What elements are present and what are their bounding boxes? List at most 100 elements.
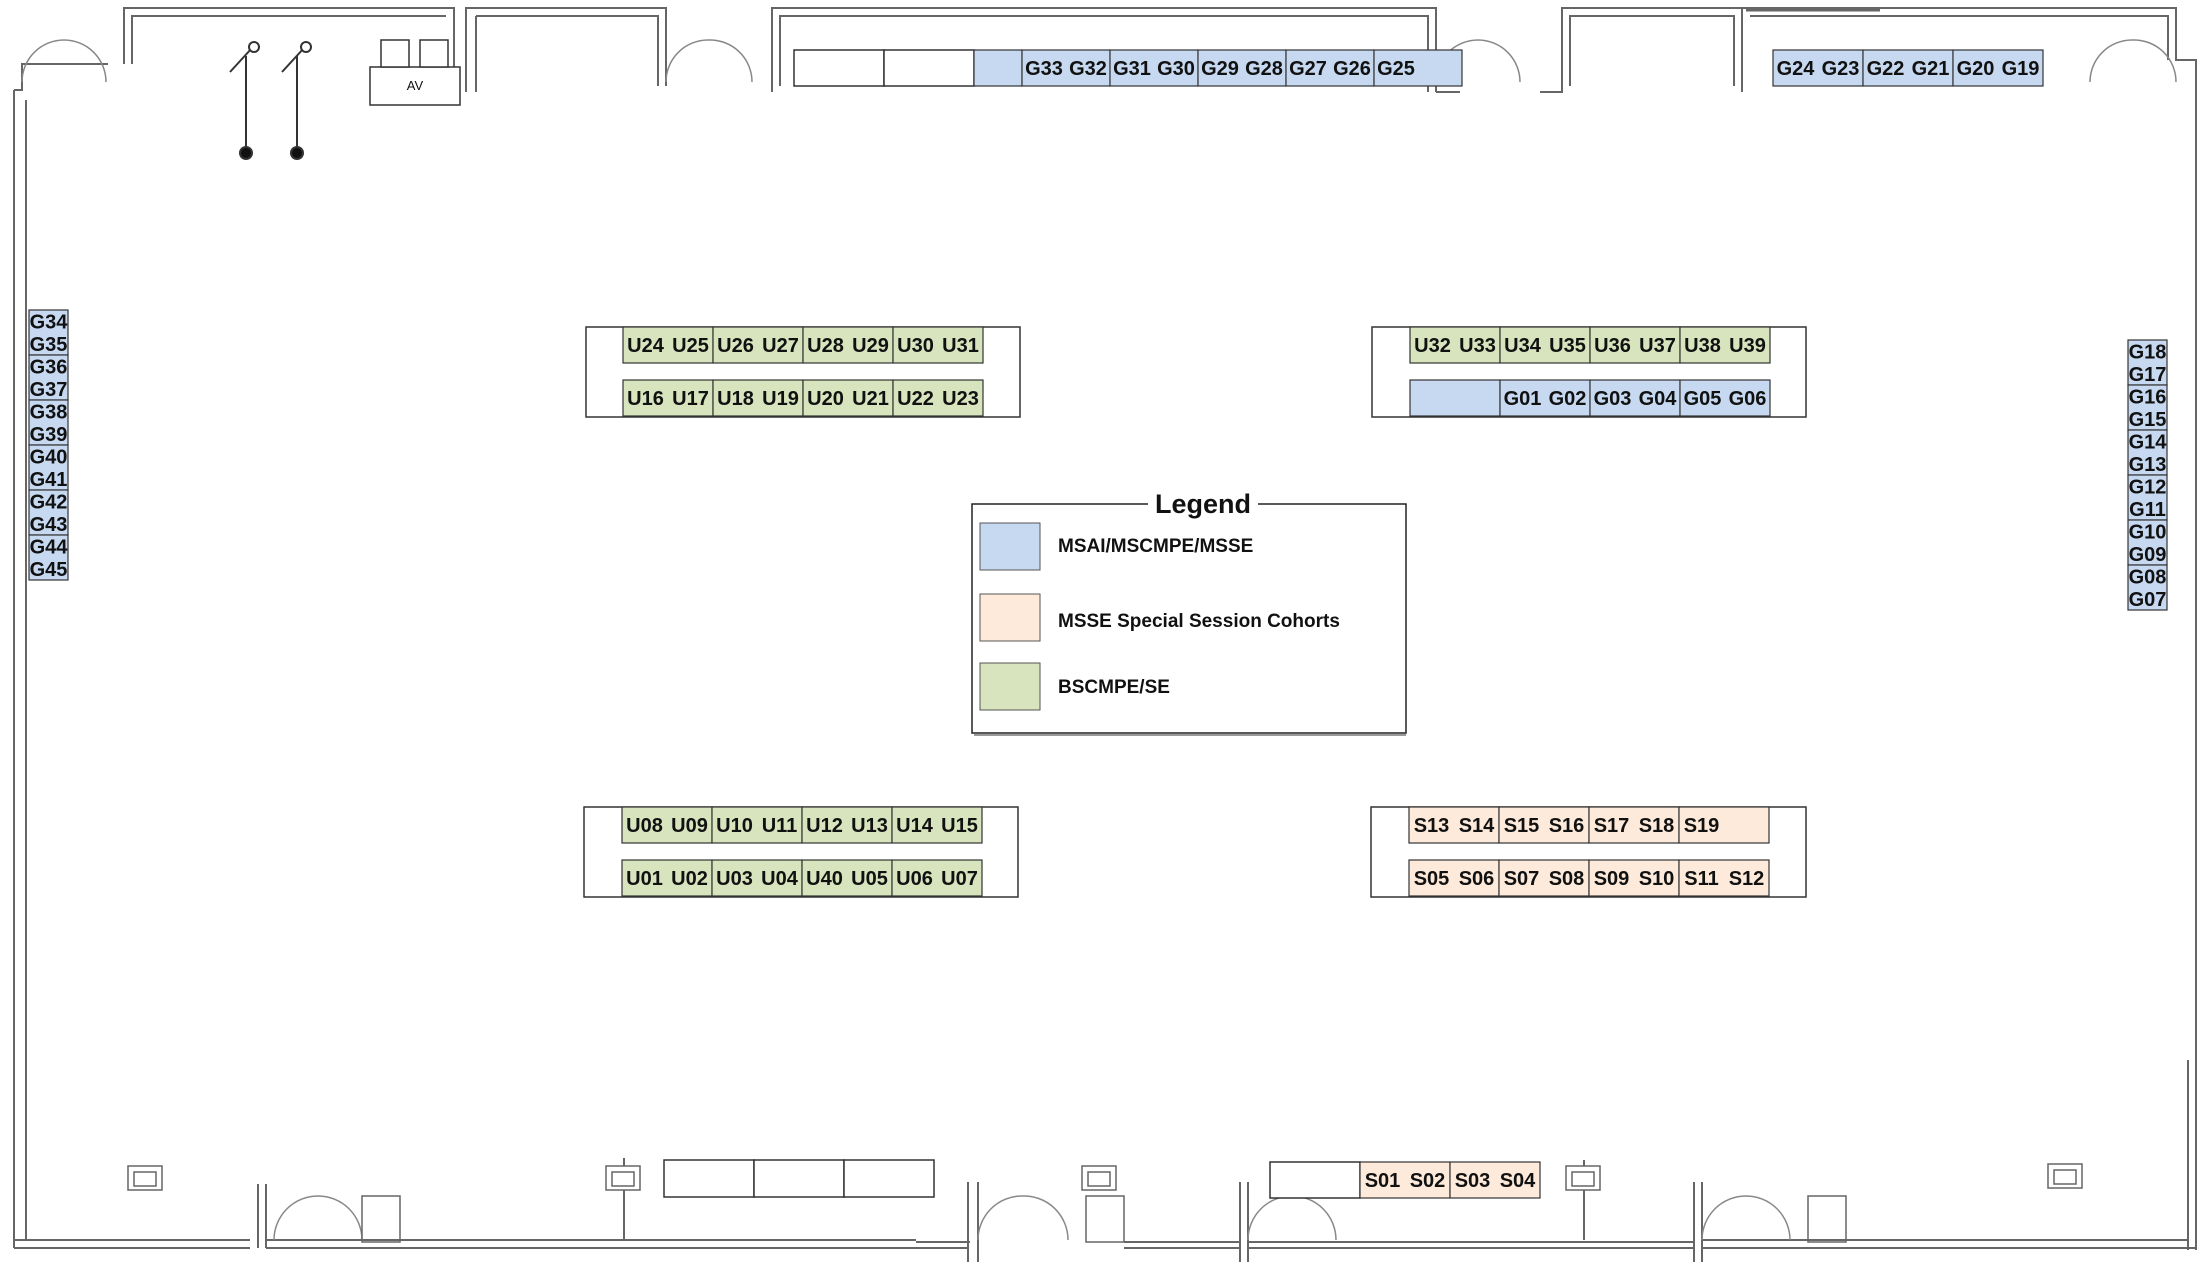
seat-label: U09 (671, 815, 708, 837)
seat-label: U20 (807, 388, 844, 410)
table-segment (2127, 519, 2168, 566)
seat-label: G31 (1113, 58, 1151, 80)
seat-label: G28 (1245, 58, 1283, 80)
table-segment (1589, 379, 1681, 417)
seat-label: U18 (717, 388, 754, 410)
table-segment (892, 379, 984, 417)
legend: Legend MSAI/MSCMPE/MSSE MSSE Special Ses… (971, 488, 1407, 736)
seat-label: G34 (30, 311, 69, 333)
seat-label: S05 (1414, 868, 1450, 890)
seat-label: U29 (852, 335, 889, 357)
seat-label: U05 (851, 868, 888, 890)
seat-label: G19 (2002, 58, 2040, 80)
table-segment (2127, 564, 2168, 611)
seat-label: G07 (2129, 589, 2167, 611)
seat-label: G40 (30, 446, 68, 468)
seat-label: S16 (1549, 815, 1585, 837)
table-segment (1373, 49, 1463, 87)
seat-label: G02 (1549, 388, 1587, 410)
seat-label: S19 (1684, 815, 1720, 837)
seat-label: S06 (1459, 868, 1495, 890)
seat-label: U23 (942, 388, 979, 410)
legend-label-msse-special: MSSE Special Session Cohorts (1058, 611, 1340, 632)
seat-label: U24 (627, 335, 665, 357)
seat-label: G25 (1377, 58, 1415, 80)
seat-label: G29 (1201, 58, 1239, 80)
seat-label: G03 (1594, 388, 1632, 410)
seat-label: G39 (30, 424, 68, 446)
table-segment (1588, 806, 1680, 844)
table-segment (1408, 859, 1500, 897)
table-segment (1285, 49, 1375, 87)
seat-label: S13 (1414, 815, 1450, 837)
table-segment (892, 326, 984, 364)
seat-label: G18 (2129, 341, 2167, 363)
table-segment (1109, 49, 1199, 87)
legend-label-bscmpe: BSCMPE/SE (1058, 677, 1170, 698)
legend-swatch-bscmpe (979, 662, 1041, 711)
table-segment (1408, 806, 1500, 844)
seat-label: S18 (1639, 815, 1675, 837)
table-segment (28, 534, 69, 581)
table-segment (891, 859, 983, 897)
table-segment (1679, 379, 1771, 417)
seat-label: S15 (1504, 815, 1540, 837)
table-segment (1679, 326, 1771, 364)
seat-label: U21 (852, 388, 889, 410)
seat-label: G05 (1684, 388, 1722, 410)
seat-label: G17 (2129, 364, 2167, 386)
seat-label: U03 (716, 868, 753, 890)
legend-label-msai: MSAI/MSCMPE/MSSE (1058, 536, 1253, 557)
table-segment (973, 49, 1023, 87)
table-segment (28, 444, 69, 491)
seat-label: S10 (1639, 868, 1675, 890)
seat-label: G36 (30, 356, 68, 378)
legend-swatch-msai (979, 522, 1041, 571)
seat-label: U02 (671, 868, 708, 890)
seat-label: S12 (1729, 868, 1765, 890)
seat-label: G21 (1912, 58, 1950, 80)
seat-label: S04 (1500, 1170, 1536, 1192)
table-segment (1499, 326, 1591, 364)
seat-label: G24 (1777, 58, 1816, 80)
seat-label: G41 (30, 469, 68, 491)
table-segment (802, 379, 894, 417)
seat-label: G01 (1504, 388, 1542, 410)
seat-label: U16 (627, 388, 664, 410)
seat-label: G33 (1025, 58, 1063, 80)
seat-label: U15 (941, 815, 978, 837)
seat-label: G37 (30, 379, 68, 401)
seat-label: G11 (2129, 499, 2166, 521)
table-segment (1359, 1161, 1451, 1199)
seat-label: G23 (1822, 58, 1860, 80)
room-walls (13, 7, 2197, 1262)
seat-label: G20 (1957, 58, 1995, 80)
legend-swatch-msse-special (979, 593, 1041, 642)
table-segment (802, 326, 894, 364)
av-desk: AV (369, 39, 461, 106)
table-segment (621, 806, 713, 844)
microphone-icon (229, 41, 260, 160)
seat-label: U39 (1729, 335, 1766, 357)
seat-label: U22 (897, 388, 934, 410)
doors (21, 39, 2177, 1241)
seat-label: S03 (1455, 1170, 1491, 1192)
table-segment (712, 326, 804, 364)
seat-label: G06 (1729, 388, 1767, 410)
table-segment (1449, 1161, 1541, 1199)
seat-label: S01 (1365, 1170, 1401, 1192)
seat-label: U35 (1549, 335, 1586, 357)
seat-label: S09 (1594, 868, 1630, 890)
microphone-icon (281, 41, 312, 160)
seat-label: G35 (30, 334, 68, 356)
table-segment (2127, 339, 2168, 386)
seat-label: U13 (851, 815, 888, 837)
seat-label: U12 (806, 815, 843, 837)
seat-label: G26 (1333, 58, 1371, 80)
seat-label: U27 (762, 335, 799, 357)
seat-label: U33 (1459, 335, 1496, 357)
seat-label: U07 (941, 868, 978, 890)
seat-label: U30 (897, 335, 934, 357)
